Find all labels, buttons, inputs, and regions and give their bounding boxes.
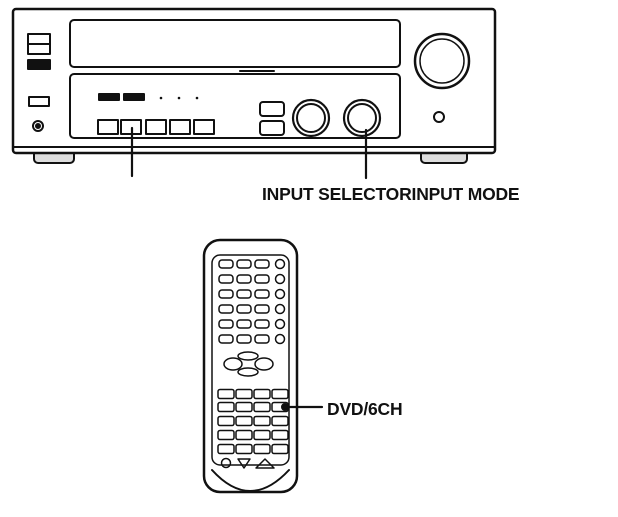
remote-button[interactable]: [217, 401, 235, 413]
remote-cursor-left[interactable]: [223, 357, 243, 371]
remote-button[interactable]: [271, 415, 289, 427]
remote-button[interactable]: [217, 443, 235, 455]
remote-button[interactable]: [236, 289, 252, 299]
indicator-2: [123, 93, 145, 101]
dvd-6ch-label: DVD/6CH: [327, 399, 403, 419]
input-selector-button-5[interactable]: [193, 119, 215, 135]
remote-button[interactable]: [254, 304, 270, 314]
remote-button[interactable]: [254, 334, 270, 344]
remote-button[interactable]: [253, 401, 271, 413]
remote-button[interactable]: [253, 429, 271, 441]
remote-button[interactable]: [218, 319, 234, 329]
remote-button[interactable]: [235, 443, 253, 455]
remote-button[interactable]: [253, 443, 271, 455]
remote-cursor-up[interactable]: [237, 351, 259, 361]
remote-button[interactable]: [218, 334, 234, 344]
display-window: [69, 19, 401, 68]
remote-button[interactable]: [274, 333, 286, 345]
remote-button[interactable]: [218, 259, 234, 269]
remote-button[interactable]: [235, 401, 253, 413]
receiver-unit: [11, 7, 497, 164]
panel-button-bottom[interactable]: [259, 120, 285, 136]
remote-button[interactable]: [254, 259, 270, 269]
front-panel: [69, 73, 401, 139]
input-mode-knob[interactable]: [342, 98, 382, 138]
knob-left[interactable]: [291, 98, 331, 138]
remote-button[interactable]: [236, 319, 252, 329]
remote-button[interactable]: [274, 318, 286, 330]
remote-button[interactable]: [218, 289, 234, 299]
remote-button[interactable]: [235, 388, 253, 400]
remote-button[interactable]: [254, 289, 270, 299]
remote-button[interactable]: [274, 258, 286, 270]
remote-button[interactable]: [253, 388, 271, 400]
remote-button-triangle-up[interactable]: [255, 458, 275, 469]
remote-button[interactable]: [271, 388, 289, 400]
remote-button[interactable]: [236, 274, 252, 284]
remote-button[interactable]: [217, 429, 235, 441]
remote-button[interactable]: [254, 274, 270, 284]
remote-button[interactable]: [236, 259, 252, 269]
remote-button[interactable]: [274, 273, 286, 285]
remote-button[interactable]: [217, 415, 235, 427]
remote-button[interactable]: [271, 443, 289, 455]
panel-button-top[interactable]: [259, 101, 285, 117]
remote-buttons: [217, 258, 289, 469]
remote-button[interactable]: [274, 303, 286, 315]
phones-jack: [32, 120, 44, 132]
input-selector-button-3[interactable]: [145, 119, 167, 135]
remote-cursor-right[interactable]: [254, 357, 274, 371]
remote-button[interactable]: [254, 319, 270, 329]
remote-button[interactable]: [274, 288, 286, 300]
volume-knob[interactable]: [413, 32, 471, 90]
remote-button[interactable]: [217, 388, 235, 400]
small-button-top[interactable]: [27, 59, 51, 70]
input-selector-mode-label: INPUT SELECTORINPUT MODE: [262, 184, 520, 204]
remote-button[interactable]: [271, 429, 289, 441]
remote-button[interactable]: [218, 274, 234, 284]
receiver-body: [11, 7, 497, 155]
remote-button[interactable]: [235, 429, 253, 441]
remote-button[interactable]: [236, 334, 252, 344]
remote-button-triangle-down[interactable]: [237, 458, 251, 469]
remote-body: [202, 238, 299, 494]
indicator-1: [98, 93, 120, 101]
remote-cursor-down[interactable]: [237, 367, 259, 377]
remote-button[interactable]: [220, 457, 232, 469]
input-selector-button-1[interactable]: [97, 119, 119, 135]
input-selector-button-4[interactable]: [169, 119, 191, 135]
remote-button[interactable]: [235, 415, 253, 427]
remote-button[interactable]: [218, 304, 234, 314]
small-button-mid[interactable]: [28, 96, 50, 107]
remote-button[interactable]: [236, 304, 252, 314]
small-jack-right: [433, 111, 445, 123]
remote-control: [202, 238, 299, 494]
remote-button[interactable]: [253, 415, 271, 427]
